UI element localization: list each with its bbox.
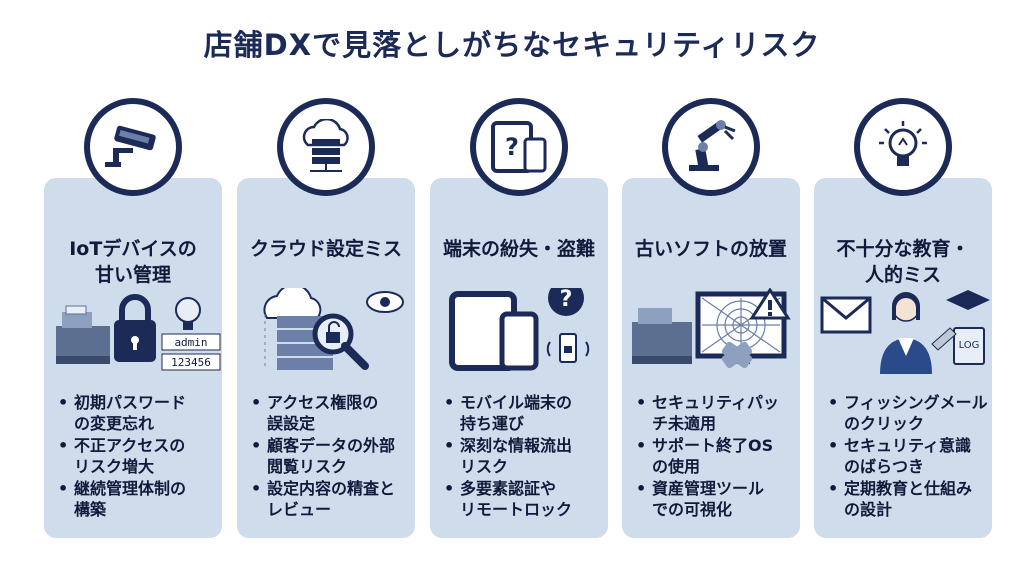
lightbulb-icon [854,98,952,196]
lost-device-icon: ? [470,98,568,196]
card-heading: 端末の紛失・盗難 [442,238,595,260]
bullet-item: 不正アクセスの リスク増大 [58,435,218,477]
cloud-server-icon [277,98,375,196]
bullet-item: 深刻な情報流出 リスク [444,435,604,477]
bullet-list: アクセス権限の 誤設定 顧客データの外部 閲覧リスク 設定内容の精査と レビュー [251,392,411,521]
bullet-item: サポート終了OS の使用 [636,435,796,477]
illus-text: ? [560,288,573,312]
bullet-item: 顧客データの外部 閲覧リスク [251,435,411,477]
card-heading: 古いソフトの放置 [634,238,787,260]
bullet-item: フィッシングメール のクリック [828,392,988,434]
security-camera-icon [84,98,182,196]
card-heading: 不十分な教育・ 人的ミス [836,238,970,286]
illus-text: LOG [959,340,980,351]
bullet-list: モバイル端末の 持ち運び 深刻な情報流出 リスク 多要素認証や リモートロック [444,392,604,521]
software-illustration [622,287,800,374]
card-heading: クラウド設定ミス [249,238,402,260]
education-illustration: LOG [814,288,992,374]
bullet-list: 初期パスワード の変更忘れ 不正アクセスの リスク増大 継続管理体制の 構築 [58,392,218,521]
bullet-item: 資産管理ツール での可視化 [636,478,796,520]
device-illustration: ? [430,280,608,374]
svg-text:?: ? [505,133,519,161]
illus-text: 123456 [171,356,211,369]
bullet-list: セキュリティパッ チ未適用 サポート終了OS の使用 資産管理ツール での可視化 [636,392,796,521]
illus-text: admin [174,336,207,349]
bullet-item: 継続管理体制の 構築 [58,478,218,520]
bullet-item: 初期パスワード の変更忘れ [58,392,218,434]
iot-illustration: admin 123456 [44,288,222,374]
bullet-item: 設定内容の精査と レビュー [251,478,411,520]
page-title: 店舗DXで見落としがちなセキュリティリスク [203,28,821,62]
bullet-item: アクセス権限の 誤設定 [251,392,411,434]
bullet-item: モバイル端末の 持ち運び [444,392,604,434]
bullet-item: セキュリティパッ チ未適用 [636,392,796,434]
robot-arm-icon [662,98,760,196]
cloud-illustration [237,283,415,374]
bullet-item: 定期教育と仕組み の設計 [828,478,988,520]
bullet-item: セキュリティ意識 のばらつき [828,435,988,477]
bullet-list: フィッシングメール のクリック セキュリティ意識 のばらつき 定期教育と仕組み … [828,392,988,521]
bullet-item: 多要素認証や リモートロック [444,478,604,520]
card-heading: IoTデバイスの 甘い管理 [69,238,197,286]
